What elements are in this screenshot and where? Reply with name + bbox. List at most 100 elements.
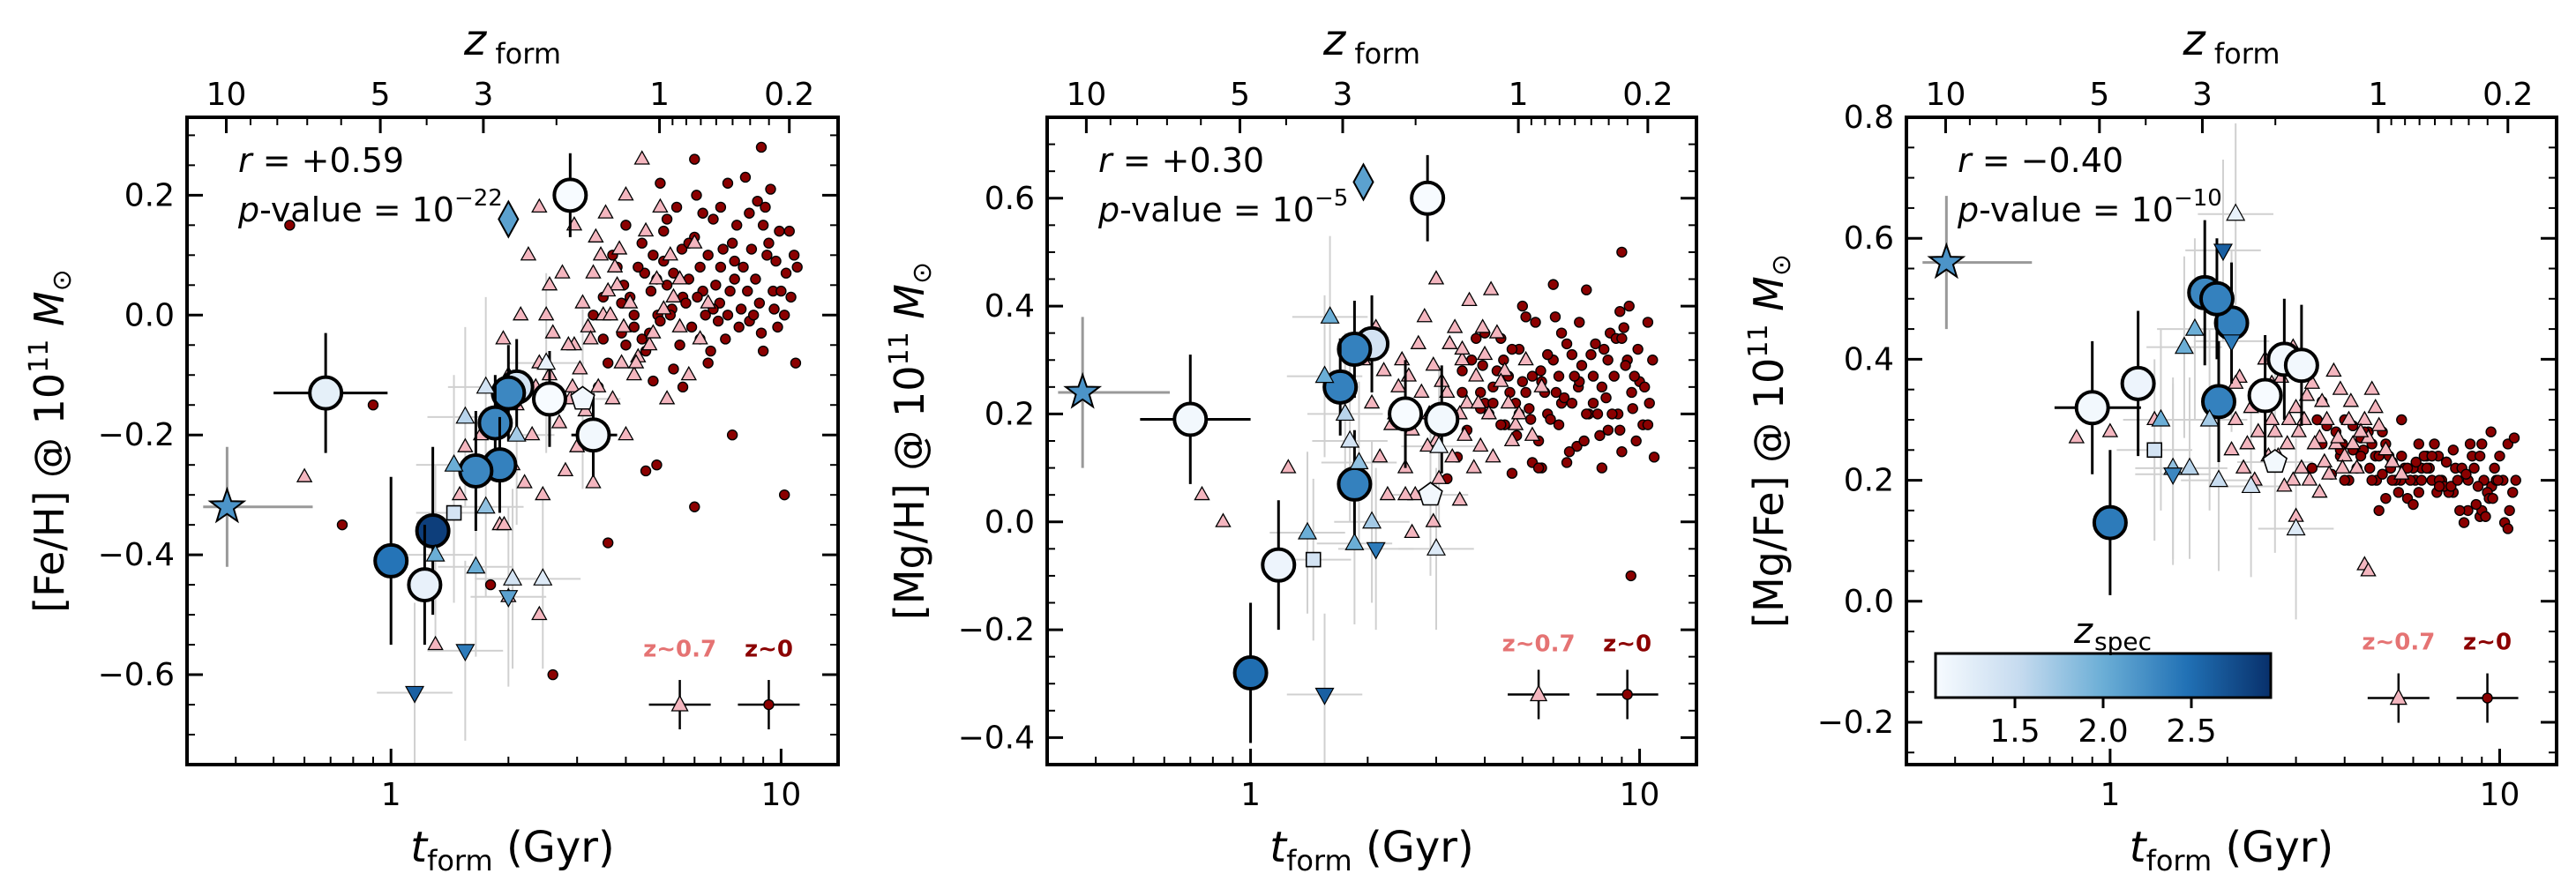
z0-point xyxy=(702,250,714,261)
sample-triangle xyxy=(506,423,527,442)
z07-point xyxy=(1363,393,1381,409)
z07-point xyxy=(2360,562,2377,577)
z0-point xyxy=(2306,462,2318,474)
sample-circle xyxy=(2092,504,2128,541)
z07-point xyxy=(592,245,610,261)
z07-point xyxy=(2311,482,2328,498)
z07-point xyxy=(2370,416,2387,431)
z0-point xyxy=(1590,338,1601,350)
z0-point xyxy=(1477,360,1488,371)
y-tick-label: 0.2 xyxy=(124,177,175,213)
z0-point xyxy=(1642,419,1654,430)
z0-point xyxy=(1618,322,1629,333)
z0-point xyxy=(790,357,802,369)
z07-point xyxy=(531,198,548,213)
sample-triangle xyxy=(476,496,496,514)
z07-point xyxy=(1485,448,1501,463)
z0-point xyxy=(2355,450,2367,462)
sample-diamond xyxy=(1352,162,1374,202)
y-tick-label: 0.0 xyxy=(1844,584,1894,620)
z07-point xyxy=(1194,485,1210,501)
z07-point xyxy=(2101,422,2119,437)
z0-point xyxy=(1599,343,1610,355)
z0-point xyxy=(735,303,747,315)
y-tick-label: 0.4 xyxy=(985,288,1035,325)
z0-point xyxy=(750,273,761,285)
z0-point xyxy=(2413,438,2424,450)
z07-point xyxy=(1493,372,1509,387)
z07-point xyxy=(700,294,716,309)
sample-triangle-down xyxy=(455,644,476,662)
z0-point xyxy=(691,190,702,201)
z07-point xyxy=(2301,471,2318,486)
z07-point xyxy=(2320,465,2338,480)
z0-point xyxy=(738,261,749,273)
legend-z07-label: z~0.7 xyxy=(1502,631,1576,658)
sample-circle xyxy=(1410,180,1446,216)
z0-point xyxy=(645,285,657,297)
z0-point xyxy=(1576,360,1588,371)
z07-point xyxy=(2332,380,2349,395)
z0-point xyxy=(2468,462,2480,474)
z07-point xyxy=(1451,490,1468,506)
z07-point xyxy=(1474,318,1491,333)
x-tick-label: 1 xyxy=(1240,777,1261,813)
x-tick-label: 10 xyxy=(760,777,801,813)
z07-point xyxy=(2303,374,2321,389)
z07-point xyxy=(296,467,313,482)
z0-point xyxy=(597,333,609,345)
sample-triangle xyxy=(2226,203,2246,221)
sample-triangle xyxy=(2241,475,2261,494)
z07-point xyxy=(1379,485,1397,501)
z07-point xyxy=(2325,362,2342,377)
sample-circle xyxy=(2283,347,2319,384)
z07-point xyxy=(1390,377,1407,392)
z0-point xyxy=(2433,481,2445,492)
z07-point xyxy=(590,377,607,392)
sample-triangle-down xyxy=(1366,541,1386,560)
z0-point xyxy=(1530,317,1541,328)
top-tick-label: 1 xyxy=(2368,77,2388,113)
z0-point xyxy=(620,340,632,351)
z07-point xyxy=(2342,392,2360,407)
sample-pentagon xyxy=(2262,449,2288,474)
z07-point xyxy=(1430,469,1448,484)
legend-z07-symbol xyxy=(670,694,689,712)
colorbar-label-sub: spec xyxy=(2094,627,2152,656)
z07-point xyxy=(1482,280,1500,295)
z07-point xyxy=(585,264,602,279)
z0-point xyxy=(1602,355,1614,366)
z0-point xyxy=(1506,467,1518,479)
sample-triangle-down xyxy=(405,685,425,704)
z0-point xyxy=(628,310,640,321)
z0-point xyxy=(783,225,795,237)
z0-point xyxy=(791,261,803,273)
z07-point xyxy=(512,305,529,321)
z0-point xyxy=(1616,332,1628,344)
z07-point xyxy=(1500,393,1517,409)
z0-point xyxy=(2485,426,2497,437)
z0-point xyxy=(1620,360,1631,371)
colorbar-tick-label: 1.5 xyxy=(1989,713,2040,750)
z0-point xyxy=(720,333,731,345)
z0-point xyxy=(1516,376,1529,387)
z0-point xyxy=(778,489,790,501)
sample-triangle xyxy=(2174,336,2194,355)
z0-point xyxy=(680,297,692,309)
z07-point xyxy=(625,365,643,381)
z0-point xyxy=(1587,370,1599,382)
z07-point xyxy=(495,330,512,345)
z0-point xyxy=(1471,332,1482,344)
sample-circle xyxy=(2198,280,2235,317)
r-annotation: r = +0.30 xyxy=(1098,141,1264,180)
sample-circle xyxy=(552,177,588,213)
z0-point xyxy=(1627,403,1638,414)
z0-point xyxy=(633,261,644,273)
sample-triangle xyxy=(2184,317,2205,336)
sample-triangle-down xyxy=(498,590,519,608)
colorbar-tick-label: 2.0 xyxy=(2078,713,2128,750)
z0-point xyxy=(1520,386,1531,399)
z0-point xyxy=(367,399,379,411)
z07-point xyxy=(1533,377,1550,392)
x-axis-label: tform (Gyr) xyxy=(1269,823,1473,877)
